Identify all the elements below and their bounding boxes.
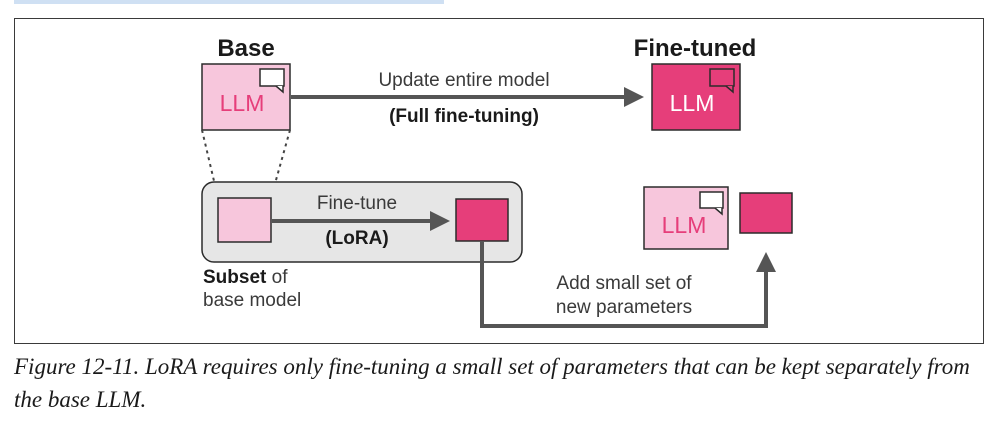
- subset-bold: Subset: [203, 267, 267, 288]
- figure-caption: Figure 12-11. LoRA requires only fine-tu…: [14, 354, 970, 412]
- full-finetune-top-label: Update entire model: [378, 70, 549, 91]
- chat-bubble-icon: [699, 191, 724, 216]
- finetuned-llm-box: LLM: [651, 63, 741, 131]
- figure-frame: [14, 18, 984, 344]
- subset-box: [217, 197, 272, 243]
- result-llm-label: LLM: [662, 212, 707, 238]
- subset-label-line2: base model: [203, 290, 301, 311]
- finetuned-llm-label: LLM: [670, 90, 715, 116]
- lora-top-label: Fine-tune: [317, 193, 397, 214]
- result-adapter-box: [739, 192, 793, 234]
- add-params-arrow: [480, 241, 776, 328]
- chat-bubble-icon: [709, 68, 735, 94]
- subset-rest: of: [266, 267, 288, 288]
- result-llm-box: LLM: [643, 186, 729, 250]
- lora-params-box: [455, 198, 509, 242]
- base-title: Base: [217, 35, 274, 62]
- subset-label-line1: Subset of: [203, 267, 288, 288]
- chat-bubble-icon: [259, 68, 285, 94]
- add-params-line2: new parameters: [556, 297, 692, 318]
- top-accent-band: [14, 0, 444, 4]
- full-finetune-bottom-label: (Full fine-tuning): [389, 106, 539, 127]
- add-params-line1: Add small set of: [556, 273, 692, 294]
- base-llm-label: LLM: [220, 90, 265, 116]
- base-llm-box: LLM: [201, 63, 291, 131]
- lora-bottom-label: (LoRA): [325, 228, 388, 249]
- finetuned-title: Fine-tuned: [634, 35, 757, 62]
